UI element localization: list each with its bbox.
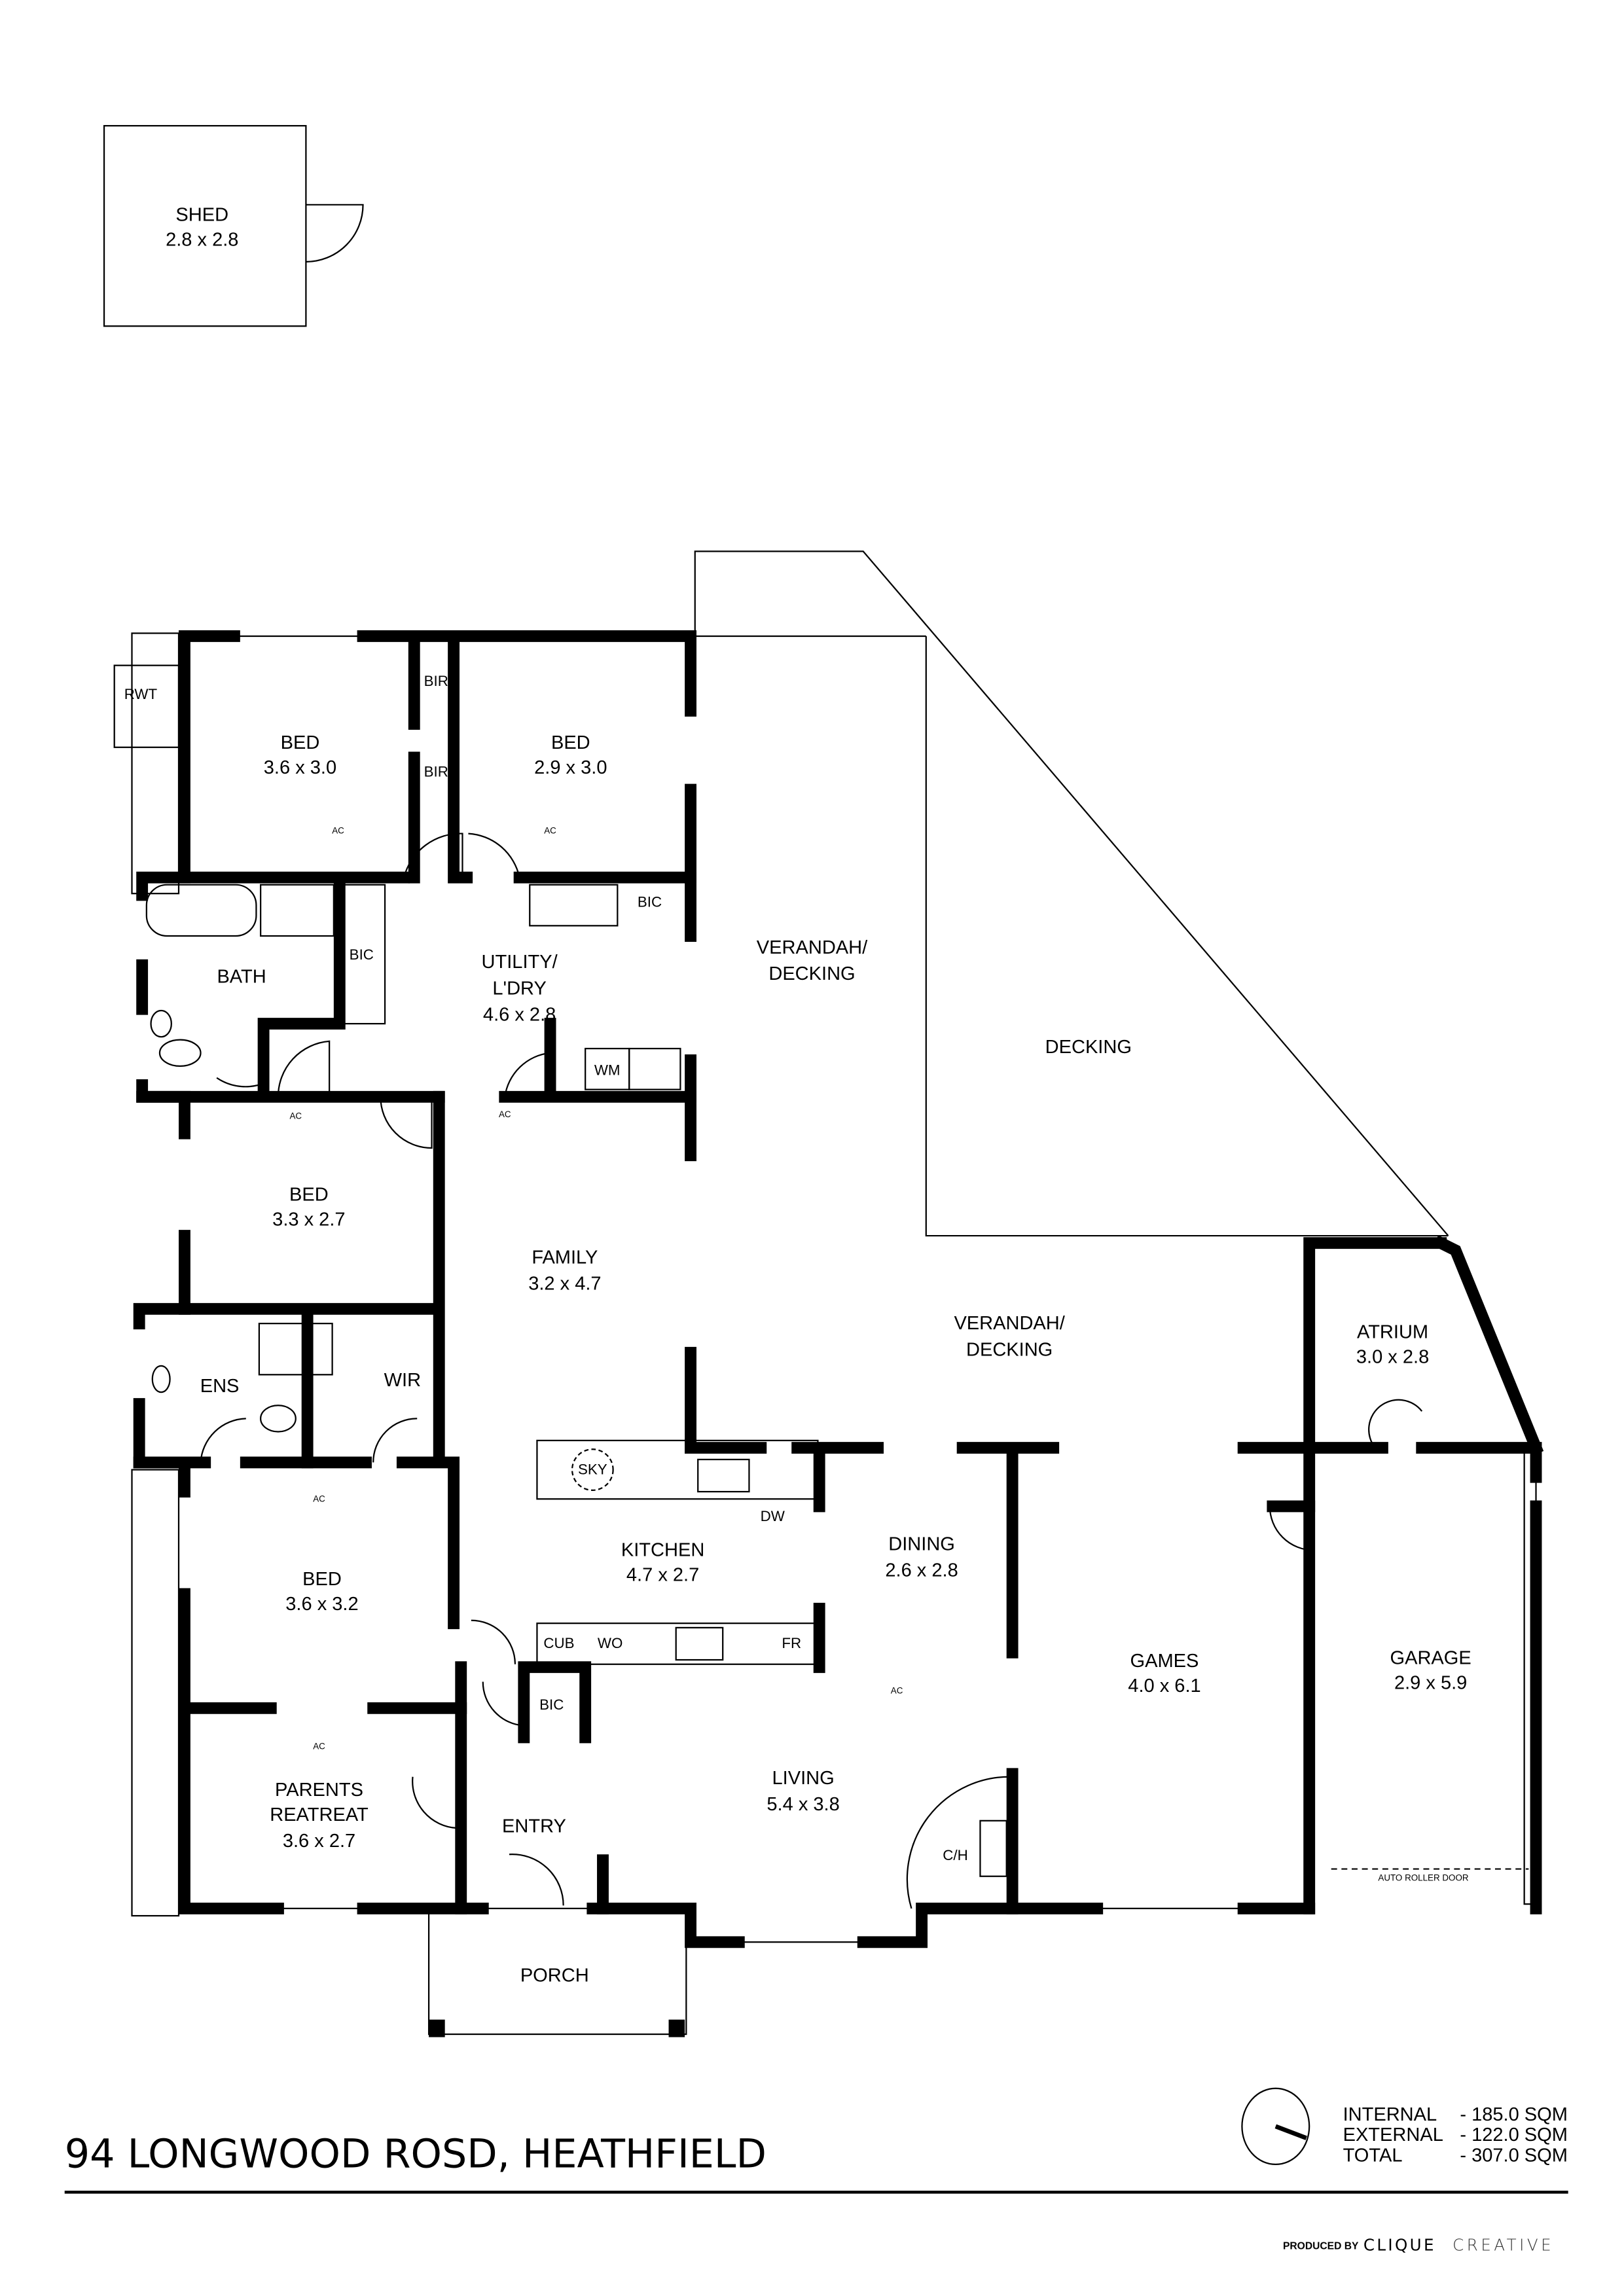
produced-by: PRODUCED BY (1283, 2240, 1359, 2251)
door-swing-icon (306, 204, 364, 263)
utility-size: 4.6 x 2.8 (483, 1005, 556, 1026)
shed-label: SHED (175, 204, 228, 225)
ens-label: ENS (200, 1376, 240, 1397)
sink-icon (628, 1047, 681, 1090)
footer: 94 LONGWOOD ROSD, HEATHFIELD INTERNAL - … (64, 2087, 1568, 2255)
garage-size: 2.9 x 5.9 (1394, 1673, 1467, 1694)
external-value: - 122.0 SQM (1460, 2125, 1568, 2145)
decking-label: DECKING (1045, 1037, 1132, 1058)
external-label: EXTERNAL (1343, 2125, 1443, 2145)
family-label: FAMILY (532, 1247, 598, 1268)
bir-label: BIR (424, 763, 448, 780)
living-label: LIVING (772, 1768, 834, 1789)
shower-icon (260, 884, 334, 937)
bed3-size: 3.3 x 2.7 (272, 1209, 345, 1230)
bir-label: BIR (424, 673, 448, 689)
ch-label: C/H (943, 1847, 967, 1863)
family-size: 3.2 x 4.7 (528, 1274, 601, 1295)
bath-label: BATH (217, 967, 266, 988)
atrium-label: ATRIUM (1357, 1321, 1428, 1342)
bathtub-icon (145, 884, 257, 937)
ac-label: AC (499, 1109, 511, 1119)
brand-logo-light: CREATIVE (1453, 2236, 1554, 2255)
ac-label: AC (544, 826, 556, 836)
wm-label: WM (594, 1062, 621, 1078)
cooktop-icon (675, 1626, 724, 1661)
kitchen-size: 4.7 x 2.7 (626, 1564, 699, 1585)
ens-toilet-icon (260, 1405, 297, 1433)
internal-label: INTERNAL (1343, 2104, 1437, 2125)
total-value: - 307.0 SQM (1460, 2145, 1568, 2166)
bed4-size: 3.6 x 3.2 (285, 1594, 358, 1615)
bed2-size: 2.9 x 3.0 (534, 757, 607, 778)
room-labels: RWT BED 3.6 x 3.0 BIR BIR BED 2.9 x 3.0 … (124, 673, 1471, 1986)
basin-icon (150, 1009, 172, 1038)
dining-size: 2.6 x 2.8 (885, 1560, 958, 1581)
kitchen-bench (536, 1439, 819, 1500)
brand-logo-bold: CLIQUE (1363, 2236, 1436, 2255)
heater-icon (979, 1820, 1007, 1877)
utility-label-2: L'DRY (492, 978, 546, 999)
utility-label: UTILITY/ (482, 952, 558, 973)
porch-label: PORCH (520, 1965, 589, 1986)
bed3-label: BED (289, 1184, 329, 1205)
living-size: 5.4 x 3.8 (767, 1794, 839, 1815)
bed2-label: BED (551, 732, 590, 753)
shed: SHED 2.8 x 2.8 (103, 125, 364, 327)
property-address: 94 LONGWOOD ROSD, HEATHFIELD (65, 2131, 767, 2177)
retreat-label-2: REATREAT (270, 1804, 369, 1825)
ac-label: AC (289, 1111, 302, 1121)
bed4-label: BED (302, 1569, 342, 1590)
verandah-label-2: DECKING (768, 963, 855, 984)
verandah-label: VERANDAH/ (954, 1313, 1065, 1334)
compass-icon (1241, 2087, 1310, 2166)
sky-label: SKY (578, 1461, 607, 1477)
games-size: 4.0 x 6.1 (1128, 1676, 1200, 1696)
verandah-label-2: DECKING (966, 1339, 1053, 1360)
games-label: GAMES (1130, 1651, 1199, 1672)
bic-label: BIC (638, 893, 662, 910)
verandah-label: VERANDAH/ (757, 937, 868, 958)
ac-label: AC (891, 1685, 903, 1695)
roller-door-label: AUTO ROLLER DOOR (1378, 1873, 1468, 1882)
door-swing-icon (403, 833, 463, 878)
ac-label: AC (313, 1494, 325, 1504)
entry-label: ENTRY (502, 1816, 566, 1837)
retreat-size: 3.6 x 2.7 (283, 1831, 355, 1852)
toilet-icon (158, 1039, 202, 1067)
shed-size: 2.8 x 2.8 (166, 229, 238, 250)
skylight-icon (571, 1448, 614, 1491)
total-label: TOTAL (1343, 2145, 1403, 2166)
dw-label: DW (761, 1508, 785, 1524)
ac-label: AC (313, 1741, 325, 1751)
dining-label: DINING (888, 1534, 955, 1554)
bed1-size: 3.6 x 3.0 (264, 757, 336, 778)
ens-shower-icon (258, 1323, 333, 1376)
rwt-label: RWT (124, 686, 158, 702)
fixtures (145, 635, 1537, 1943)
cub-label: CUB (543, 1635, 574, 1651)
internal-value: - 185.0 SQM (1460, 2104, 1568, 2125)
retreat-label: PARENTS (275, 1780, 363, 1801)
wo-label: WO (598, 1635, 623, 1651)
wir-label: WIR (384, 1370, 421, 1391)
walls (133, 630, 1544, 1948)
bic-label: BIC (350, 946, 374, 963)
bic-label: BIC (539, 1696, 564, 1713)
bed1-label: BED (281, 732, 320, 753)
ac-label: AC (332, 826, 344, 836)
kitchen-sink-icon (697, 1458, 750, 1493)
garage-label: GARAGE (1390, 1648, 1471, 1669)
kitchen-label: KITCHEN (621, 1539, 704, 1560)
fr-label: FR (782, 1635, 801, 1651)
atrium-size: 3.0 x 2.8 (1356, 1346, 1429, 1367)
